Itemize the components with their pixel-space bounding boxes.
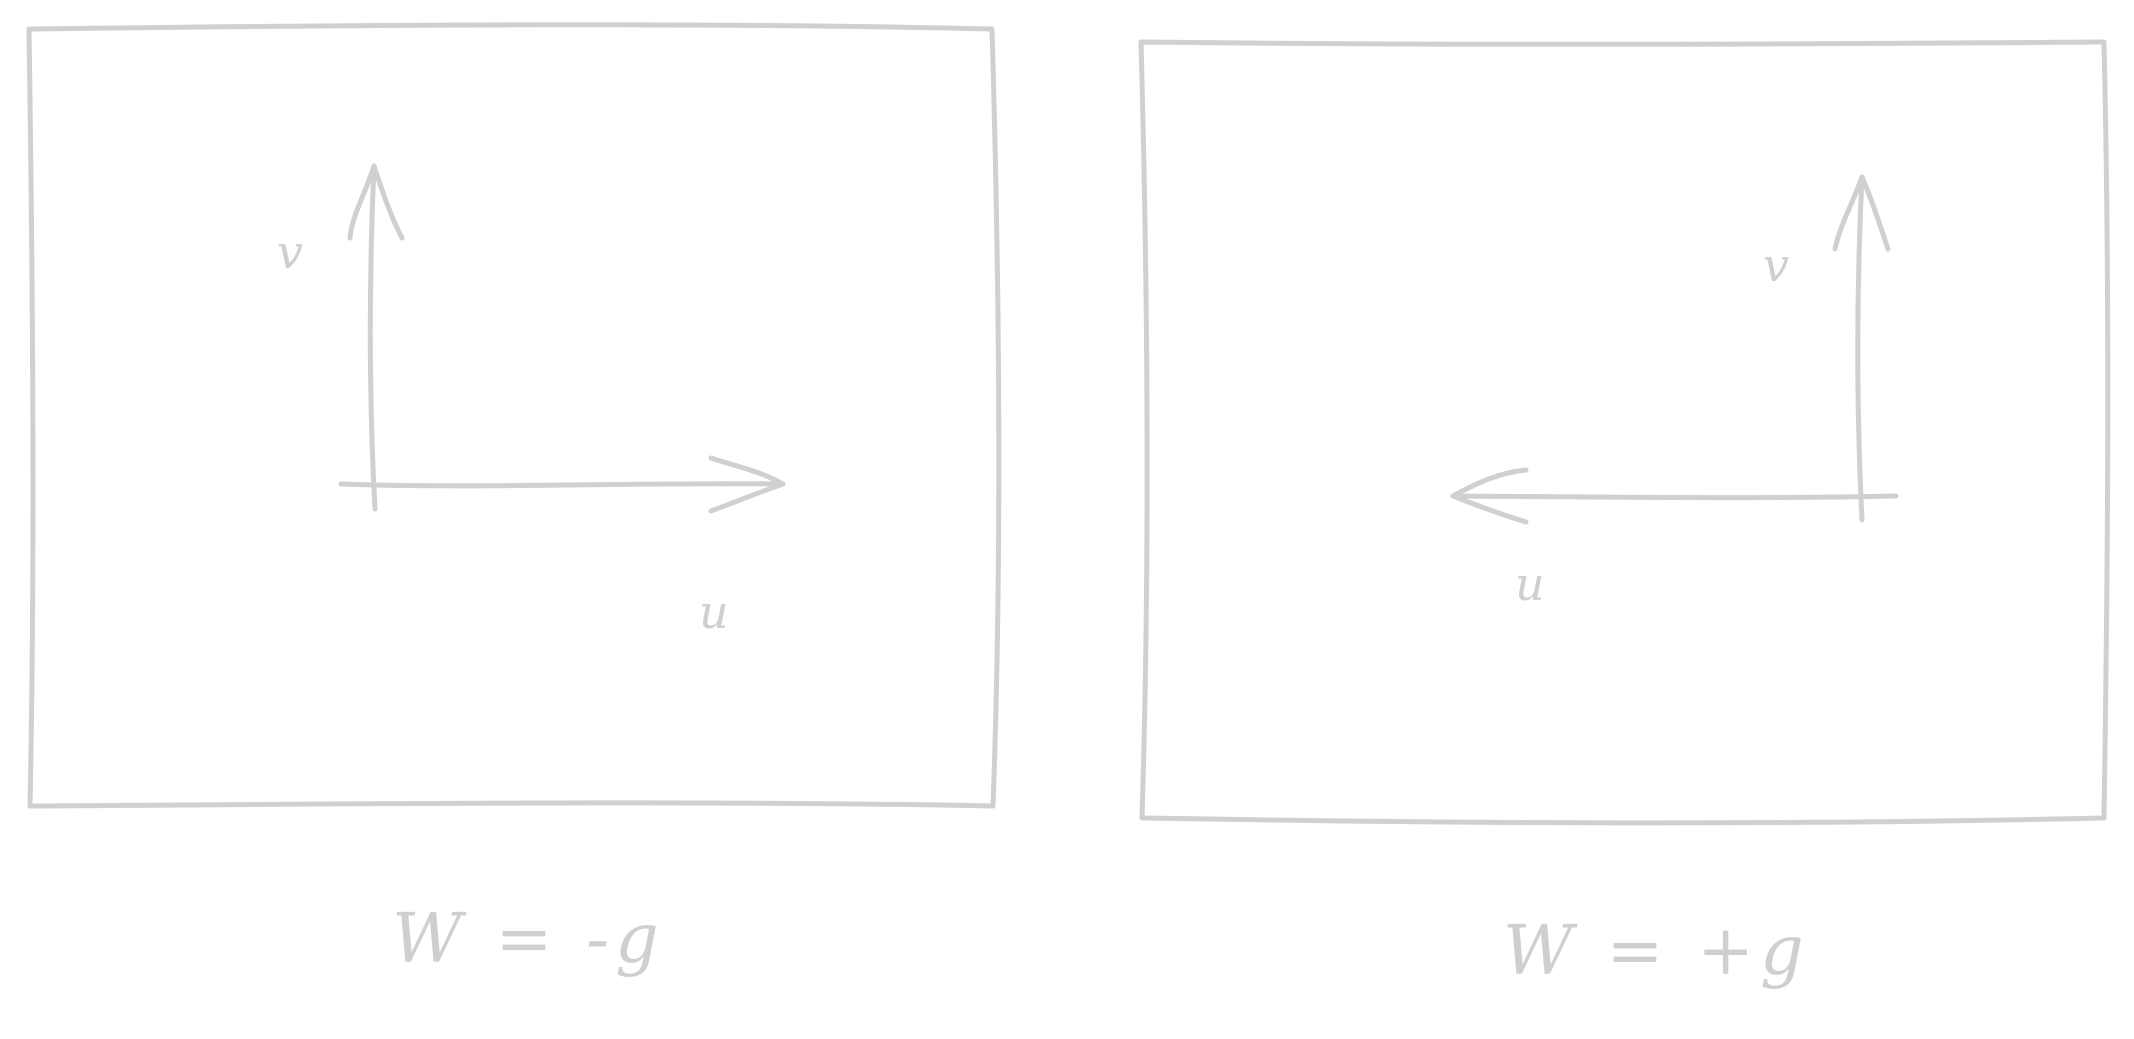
u-axis-label: u — [1515, 557, 1545, 611]
v-axis-label: v — [1763, 238, 1789, 292]
panel-left-frame — [26, 22, 1002, 809]
v-axis-label: v — [277, 225, 303, 279]
v-axis-arrow — [1832, 174, 1891, 523]
u-axis-label: u — [699, 585, 729, 639]
panel-right-frame — [1138, 39, 2111, 826]
panel-right: v u W = +g — [1138, 39, 2111, 991]
panel-left-caption: W = -g — [392, 900, 665, 979]
u-axis-arrow — [338, 455, 786, 514]
panel-left: v u W = -g — [26, 22, 1002, 979]
v-axis-arrow — [347, 163, 405, 512]
u-axis-arrow — [1450, 467, 1899, 525]
panel-right-caption: W = +g — [1503, 912, 1810, 991]
